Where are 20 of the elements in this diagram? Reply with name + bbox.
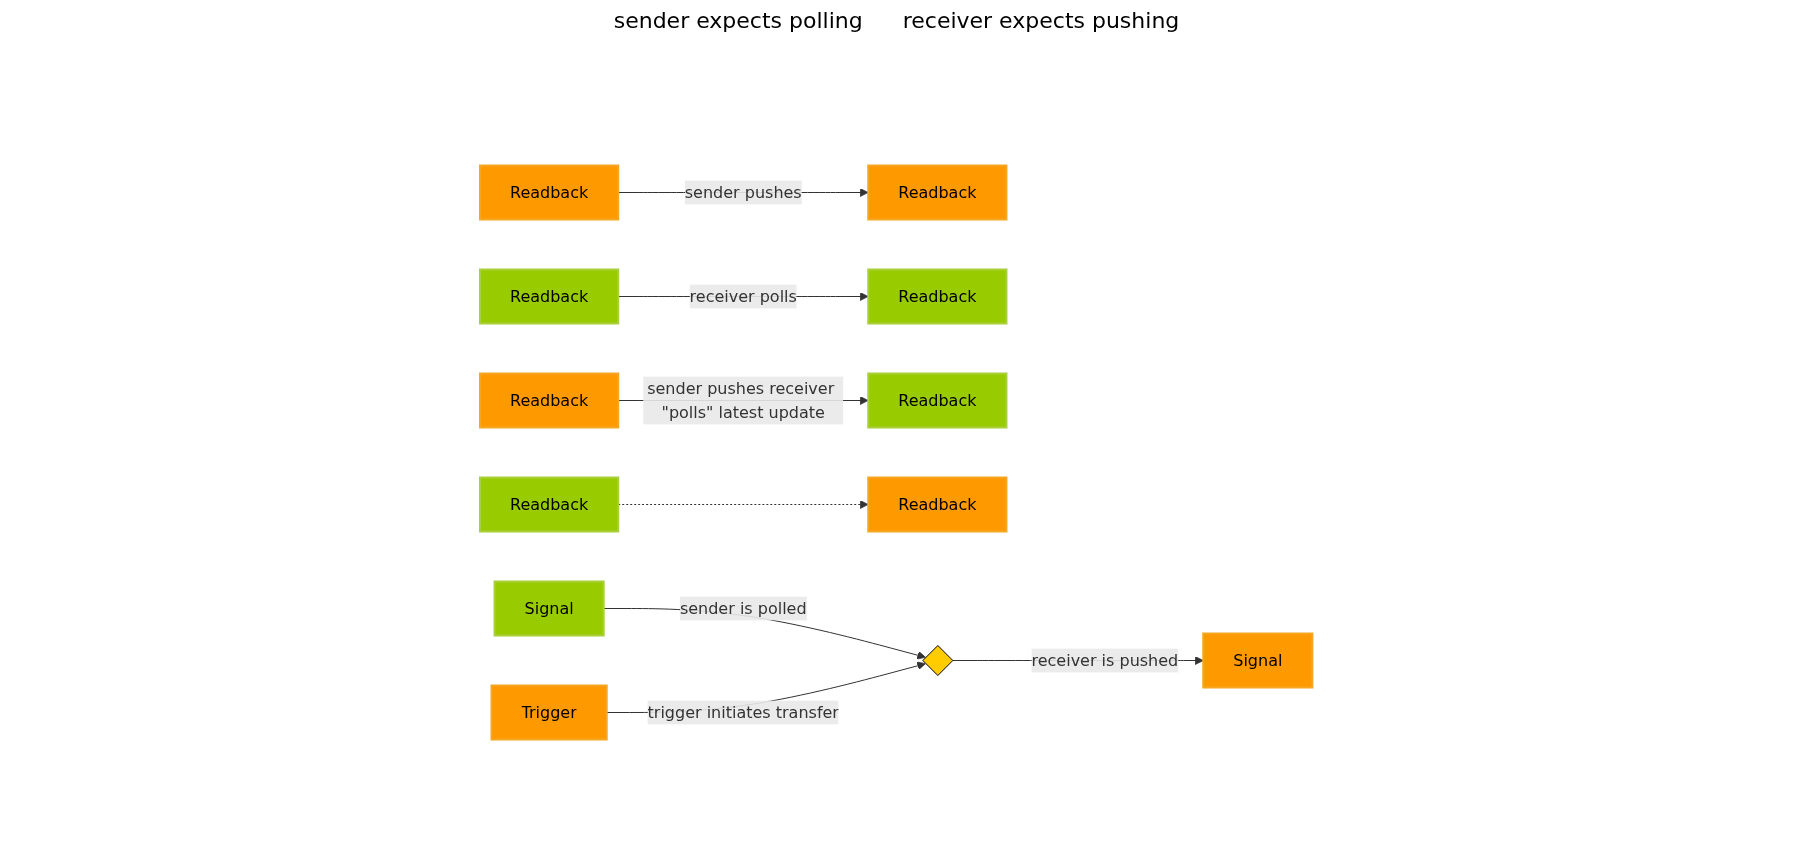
node-box: Readback	[479, 476, 620, 533]
edge-note: sender expects polling	[613, 8, 863, 33]
node-box: Readback	[867, 268, 1008, 325]
edge-note: receiver expects pushing	[902, 8, 1180, 33]
node-box: Readback	[867, 164, 1008, 221]
node-box: Readback	[867, 372, 1008, 429]
node-diamond	[922, 645, 954, 676]
node-box: Signal	[493, 580, 605, 637]
node-box: Readback	[479, 372, 620, 429]
edge-label: trigger initiates transfer	[647, 702, 840, 722]
edge-label: sender pushes receiver "polls" latest update	[647, 378, 835, 422]
node-box: Readback	[867, 476, 1008, 533]
node-box: Signal	[1202, 632, 1314, 689]
edge-label: receiver polls	[689, 286, 798, 306]
edge-label: sender is polled	[680, 598, 807, 618]
node-box: Readback	[479, 164, 620, 221]
node-box: Readback	[479, 268, 620, 325]
node-box: Trigger	[490, 684, 608, 741]
edge-label: sender pushes	[685, 182, 802, 202]
edge-label: receiver is pushed	[1031, 650, 1179, 670]
